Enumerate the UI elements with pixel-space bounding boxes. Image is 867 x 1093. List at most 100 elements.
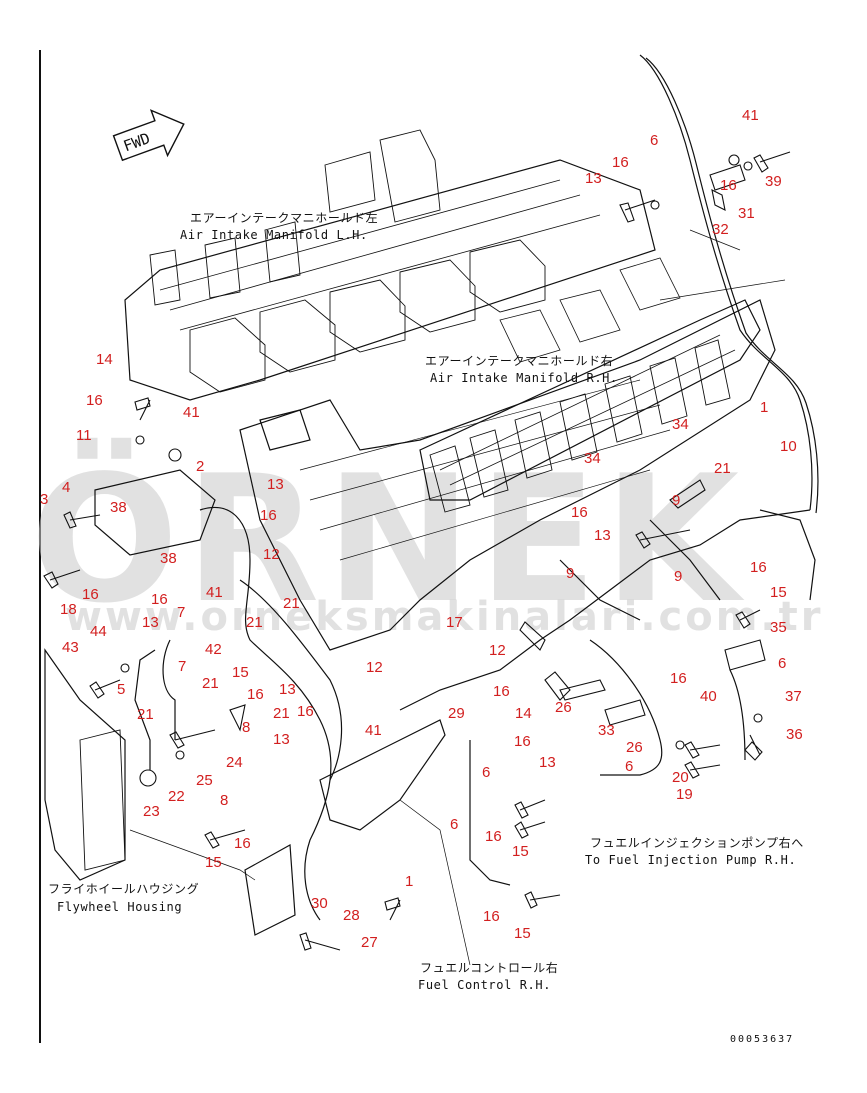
intake-manifold-rh bbox=[419, 299, 761, 501]
part-number-callout: 13 bbox=[594, 527, 611, 544]
connector-17 bbox=[519, 621, 546, 651]
part-number-callout: 33 bbox=[598, 722, 615, 739]
part-number-callout: 16 bbox=[82, 586, 99, 603]
label-flywheel-jp: フライホイールハウジング bbox=[48, 882, 199, 896]
part-number-callout: 15 bbox=[232, 664, 249, 681]
part-number-callout: 8 bbox=[220, 792, 228, 809]
clip-15 bbox=[229, 704, 246, 732]
part-number-callout: 10 bbox=[780, 438, 797, 455]
bolt-40 bbox=[684, 741, 721, 759]
part-number-callout: 11 bbox=[76, 427, 92, 444]
clamp-26 bbox=[559, 679, 606, 701]
bolt-18 bbox=[43, 569, 81, 589]
label-intake-rh-jp: エアーインテークマニホールド右 bbox=[425, 353, 613, 368]
washer-16-top bbox=[650, 200, 660, 210]
part-number-callout: 16 bbox=[670, 670, 687, 687]
bolt-36 bbox=[744, 734, 763, 761]
label-fuel-ctrl-en: Fuel Control R.H. bbox=[418, 978, 551, 992]
part-number-callout: 15 bbox=[514, 925, 531, 942]
engine-drawing bbox=[44, 129, 776, 936]
fwd-arrow-shape bbox=[112, 109, 185, 162]
part-number-callout: 44 bbox=[90, 623, 107, 640]
part-number-callout: 38 bbox=[160, 550, 177, 567]
wiring-harness bbox=[134, 54, 819, 921]
part-number-callout: 40 bbox=[700, 688, 717, 705]
bolt-14-mid bbox=[544, 671, 571, 701]
washer-5 bbox=[120, 663, 130, 673]
part-number-callout: 34 bbox=[584, 450, 601, 467]
part-number-callout: 41 bbox=[365, 722, 382, 739]
harness-12 bbox=[199, 506, 332, 921]
bolt-15-lower bbox=[204, 829, 246, 849]
fuel-control-rh bbox=[319, 719, 446, 831]
drawing-code: 00053637 bbox=[730, 1034, 794, 1045]
part-number-callout: 7 bbox=[177, 604, 185, 621]
part-number-callout: 29 bbox=[448, 705, 465, 722]
part-number-callout: 1 bbox=[405, 873, 413, 890]
part-number-callout: 6 bbox=[450, 816, 458, 833]
bolt-24 bbox=[169, 729, 216, 749]
part-number-callout: 34 bbox=[672, 416, 689, 433]
grommet-23 bbox=[139, 769, 157, 787]
part-number-callout: 13 bbox=[142, 614, 159, 631]
part-number-callout: 16 bbox=[750, 559, 767, 576]
clip-9 bbox=[669, 479, 706, 509]
part-number-callout: 12 bbox=[489, 642, 506, 659]
part-number-callout: 16 bbox=[493, 683, 510, 700]
bolt-19 bbox=[684, 761, 721, 779]
part-number-callout: 4 bbox=[62, 479, 70, 496]
part-number-callout: 13 bbox=[279, 681, 296, 698]
part-number-callout: 12 bbox=[366, 659, 383, 676]
part-number-callout: 13 bbox=[273, 731, 290, 748]
part-number-callout: 9 bbox=[672, 492, 680, 509]
part-number-callout: 23 bbox=[143, 803, 160, 820]
part-number-callout: 41 bbox=[742, 107, 759, 124]
part-number-callout: 16 bbox=[247, 686, 264, 703]
part-number-callout: 21 bbox=[137, 706, 154, 723]
part-number-callout: 14 bbox=[515, 705, 532, 722]
part-number-callout: 16 bbox=[151, 591, 168, 608]
part-number-callout: 21 bbox=[202, 675, 219, 692]
part-number-callout: 6 bbox=[650, 132, 658, 149]
bolt-13-top bbox=[619, 199, 656, 223]
label-intake-rh-en: Air Intake Manifold R.H. bbox=[430, 371, 618, 385]
part-number-callout: 16 bbox=[612, 154, 629, 171]
bracket-plate bbox=[244, 844, 296, 936]
part-number-callout: 6 bbox=[482, 764, 490, 781]
bolt-lower bbox=[299, 932, 341, 951]
part-number-callout: 38 bbox=[110, 499, 127, 516]
part-number-callout: 21 bbox=[273, 705, 290, 722]
part-number-callout: 28 bbox=[343, 907, 360, 924]
part-number-callout: 15 bbox=[512, 843, 529, 860]
part-number-callout: 7 bbox=[178, 658, 186, 675]
part-number-callout: 24 bbox=[226, 754, 243, 771]
part-number-callout: 41 bbox=[183, 404, 200, 421]
part-number-callout: 16 bbox=[234, 835, 251, 852]
washer-37 bbox=[753, 713, 763, 723]
flywheel-housing bbox=[44, 648, 126, 881]
part-number-callout: 15 bbox=[205, 854, 222, 871]
part-number-callout: 17 bbox=[446, 614, 463, 631]
part-number-callout: 43 bbox=[62, 639, 79, 656]
part-number-callout: 1 bbox=[760, 399, 768, 416]
part-number-callout: 12 bbox=[263, 546, 280, 563]
part-number-callout: 21 bbox=[246, 614, 263, 631]
bolt-14 bbox=[134, 397, 151, 421]
part-number-callout: 35 bbox=[770, 619, 787, 636]
bolt-35 bbox=[735, 609, 761, 629]
bolt-39 bbox=[753, 151, 791, 173]
leader-lines bbox=[129, 229, 786, 966]
part-number-callout: 2 bbox=[196, 458, 204, 475]
bolt-3 bbox=[63, 511, 101, 529]
label-fuel-pump-jp: フュエルインジェクションポンプ右へ bbox=[590, 835, 804, 850]
label-intake-lh-en: Air Intake Manifold L.H. bbox=[180, 228, 368, 242]
part-number-callout: 25 bbox=[196, 772, 213, 789]
label-fuel-ctrl-jp: フュエルコントロール右 bbox=[420, 960, 558, 975]
part-number-callout: 16 bbox=[485, 828, 502, 845]
label-flywheel-en: Flywheel Housing bbox=[57, 900, 182, 914]
part-number-callout: 9 bbox=[674, 568, 682, 585]
part-number-callout: 5 bbox=[117, 681, 125, 698]
clamp-26b bbox=[604, 699, 646, 726]
